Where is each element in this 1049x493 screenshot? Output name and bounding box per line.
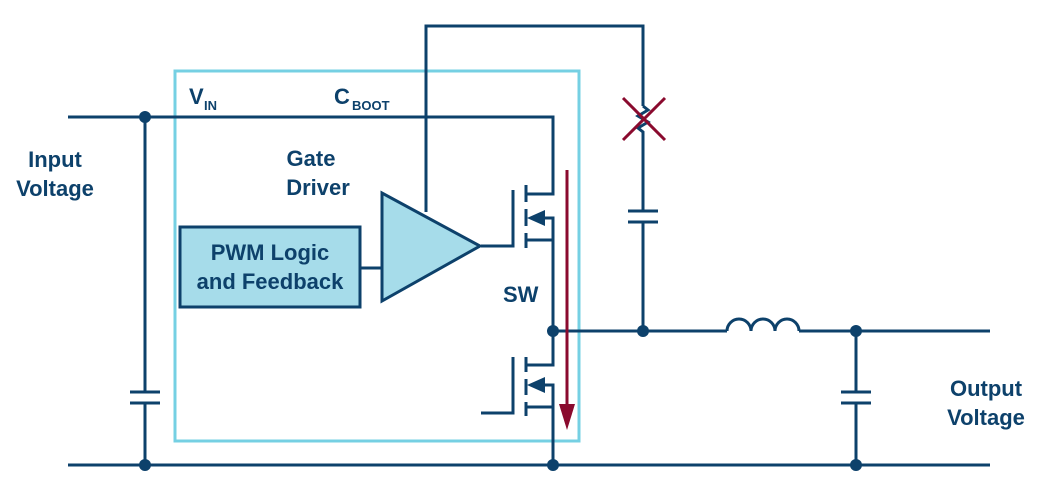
high-side-mosfet (481, 185, 555, 331)
boot-supply-wire (424, 24, 645, 212)
cboot-subscript: BOOT (352, 98, 390, 113)
input-voltage-label-1: Input (28, 147, 82, 172)
gate-driver-amplifier (380, 190, 484, 304)
gate-driver-label-2: Driver (286, 175, 350, 200)
vin-label: V (189, 84, 204, 109)
gate-driver-label-1: Gate (287, 146, 336, 171)
cboot-label: C (334, 84, 350, 109)
low-side-mosfet (481, 331, 555, 465)
ic-boundary (173, 69, 581, 443)
output-voltage-label-1: Output (950, 376, 1023, 401)
input-capacitor (130, 117, 160, 465)
pwm-block-label-2: and Feedback (197, 269, 344, 294)
boot-cap-junction-dot (637, 325, 649, 337)
vin-subscript: IN (204, 98, 217, 113)
pwm-block-label-1: PWM Logic (211, 240, 330, 265)
sw-node-label: SW (503, 282, 539, 307)
boot-capacitor (628, 209, 658, 331)
output-voltage-label-2: Voltage (947, 405, 1025, 430)
current-path-arrow (559, 170, 575, 430)
output-inductor (725, 317, 801, 332)
resistor-crossed-out-mark (621, 96, 667, 142)
input-voltage-label-2: Voltage (16, 176, 94, 201)
pwm-logic-block (178, 225, 362, 309)
output-capacitor (841, 331, 871, 465)
